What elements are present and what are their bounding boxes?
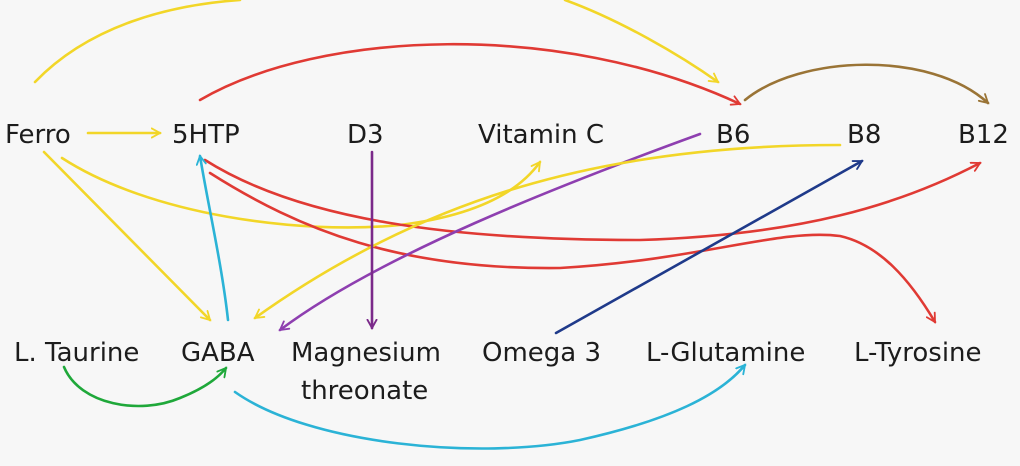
node-magnesium-threonate-line2: threonate — [301, 376, 428, 406]
edge-b6-magnesium — [280, 132, 702, 332]
edge-5htp-l-tyrosine — [208, 171, 937, 322]
node-vitamin-c: Vitamin C — [478, 120, 604, 150]
edge-b8-gaba — [255, 143, 842, 320]
node-omega-3: Omega 3 — [482, 338, 601, 368]
node-magnesium-threonate-line1: Magnesium — [291, 338, 441, 368]
edge-5htp-b6 — [198, 42, 740, 104]
edge-ferro-b6 — [33, 0, 718, 82]
node-l-glutamine: L-Glutamine — [646, 338, 805, 368]
edge-5htp-b12 — [203, 158, 980, 242]
edge-ferro-gaba — [42, 150, 210, 320]
node-ferro: Ferro — [5, 120, 71, 150]
node-d3: D3 — [347, 120, 384, 150]
edge-omega3-b8 — [554, 159, 862, 335]
edges — [33, 0, 988, 450]
node-b6: B6 — [716, 120, 750, 150]
edge-l-taurine-gaba — [62, 365, 228, 408]
edge-gaba-5htp — [200, 156, 230, 322]
node-b8: B8 — [847, 120, 881, 150]
edge-ferro-vitamin-c — [60, 156, 542, 229]
node-l-taurine: L. Taurine — [14, 338, 139, 368]
node-gaba: GABA — [181, 338, 255, 368]
edge-gaba-l-glutamine — [233, 365, 747, 450]
node-5htp: 5HTP — [172, 120, 240, 150]
node-l-tyrosine: L-Tyrosine — [854, 338, 982, 368]
nodes: Ferro 5HTP D3 Vitamin C B6 B8 B12 L. Tau… — [5, 120, 1009, 406]
node-b12: B12 — [958, 120, 1009, 150]
edge-b6-b12 — [743, 63, 988, 105]
